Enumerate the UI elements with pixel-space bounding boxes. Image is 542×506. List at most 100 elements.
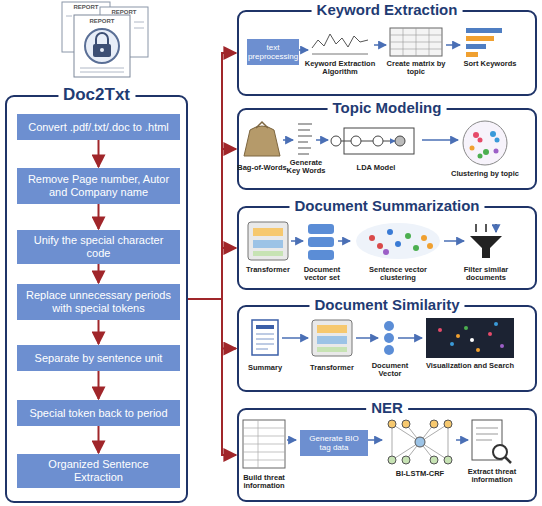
ner-illustration-part: [430, 420, 438, 428]
ner-illustration-part: [243, 420, 285, 468]
topic-illustration-part: [298, 124, 312, 154]
topic-illustration-part: [331, 136, 341, 146]
step-caption: Bag-of-Words: [232, 164, 292, 172]
step-caption: Visualization and Search: [425, 362, 515, 370]
step-caption: Sort Keywords: [460, 60, 520, 68]
flow-arrow: [188, 53, 236, 299]
step-caption: LDA Model: [346, 164, 406, 172]
summarization-illustration-part: [308, 250, 334, 260]
keyword-illustration-part: [446, 44, 460, 46]
keyword-illustration-part: [466, 36, 494, 41]
step-text: Organized Sentence Extraction: [23, 458, 174, 484]
similarity-illustration-part: [317, 336, 347, 344]
topic-illustration-part: [283, 139, 293, 141]
step-caption: Transformer: [239, 266, 297, 274]
similarity-illustration-part: [384, 345, 394, 355]
similarity-illustration: [252, 318, 514, 358]
process-panel: Doc2TxtConvert .pdf/.txt/.doc to .htmlRe…: [5, 95, 188, 503]
summarization-illustration-part: [253, 251, 283, 256]
step-caption: Document vector set: [297, 266, 347, 283]
report-icon-part: [96, 33, 108, 44]
ner-illustration-part: [430, 456, 438, 464]
report-icon-part: [134, 22, 144, 23]
report-icon-part: [80, 68, 124, 69]
topic-illustration-part: [351, 136, 361, 146]
process-box: text preprocessing: [247, 39, 299, 65]
task-panel: Keyword Extractiontext preprocessing: [237, 10, 537, 96]
step-caption: Clustering by topic: [445, 170, 525, 178]
summarization-illustration-part: [427, 243, 433, 249]
similarity-illustration-part: [356, 337, 378, 339]
report-label: REPORT: [76, 18, 128, 25]
similarity-illustration-part: [384, 333, 394, 343]
flow-arrow: [188, 299, 236, 455]
similarity-illustration-part: [252, 320, 278, 355]
topic-illustration-part: [463, 121, 507, 165]
ner-illustration-part: [287, 439, 296, 441]
flow-arrow: [188, 149, 236, 299]
step-text: Replace unnecessary periods with special…: [23, 289, 174, 315]
summarization-illustration-part: [253, 228, 283, 236]
report-icon-part: [100, 48, 104, 52]
ner-illustration-part: [388, 420, 396, 428]
report-label: REPORT: [66, 4, 106, 11]
panel-title: Document Summarization: [289, 196, 484, 216]
topic-illustration-part: [478, 138, 483, 143]
similarity-illustration-part: [464, 326, 468, 330]
similarity-illustration-part: [256, 325, 274, 329]
summarization-illustration-part: [291, 240, 303, 242]
similarity-illustration-part: [282, 337, 308, 339]
similarity-illustration-part: [398, 337, 422, 339]
step-caption: Filter similar documents: [451, 266, 521, 283]
flow-arrow: [98, 204, 100, 229]
process-step: Remove Page number, Autor and Company na…: [17, 168, 180, 204]
topic-illustration-part: [373, 136, 383, 146]
task-panel: Document Similarity: [237, 305, 537, 392]
topic-illustration-part: [483, 149, 489, 155]
similarity-illustration-part: [488, 332, 492, 336]
summarization-illustration-part: [338, 240, 350, 242]
keyword-illustration-part: [299, 49, 308, 51]
similarity-illustration-part: [476, 348, 480, 352]
ner-illustration-part: [392, 424, 448, 460]
topic-illustration-part: [316, 139, 328, 141]
flow-arrow: [98, 140, 100, 167]
flow-arrow: [98, 426, 100, 453]
similarity-illustration-part: [317, 347, 347, 352]
step-text: Convert .pdf/.txt/.doc to .html: [28, 121, 169, 134]
ner-illustration-part: [476, 428, 498, 440]
similarity-illustration-part: [456, 334, 460, 338]
summarization-illustration-part: [476, 224, 496, 232]
topic-illustration-part: [495, 138, 500, 143]
flow-arrow: [98, 264, 100, 283]
report-icon: [62, 2, 148, 77]
summarization-illustration-part: [253, 240, 283, 248]
ner-illustration-part: [505, 457, 511, 463]
summarization-illustration-part: [395, 241, 401, 247]
ner-illustration-part: [402, 456, 410, 464]
topic-illustration-part: [256, 122, 268, 128]
similarity-illustration-part: [256, 334, 274, 349]
keyword-illustration-part: [466, 52, 478, 57]
summarization-illustration-part: [308, 224, 334, 234]
topic-illustration-part: [422, 139, 458, 141]
step-caption: Document Vector: [367, 362, 413, 379]
report-icon-part: [66, 16, 72, 17]
keyword-illustration-part: [390, 28, 442, 56]
step-caption: Keyword Extraction Algorithm: [298, 60, 382, 77]
step-text: text preprocessing: [248, 43, 298, 61]
report-icon-part: [134, 28, 144, 29]
summarization-illustration-part: [369, 235, 375, 241]
ner-illustration-part: [243, 420, 285, 468]
flow-arrow: [98, 371, 100, 399]
summarization-illustration-part: [421, 235, 427, 241]
summarization-illustration-part: [444, 240, 464, 242]
topic-illustration: [244, 121, 507, 165]
step-text: Separate by sentence unit: [35, 352, 163, 365]
similarity-illustration-part: [438, 328, 442, 332]
topic-illustration-part: [470, 146, 475, 151]
keyword-illustration-part: [466, 44, 486, 49]
similarity-illustration-part: [426, 318, 514, 358]
step-caption: Transformer: [304, 364, 360, 372]
